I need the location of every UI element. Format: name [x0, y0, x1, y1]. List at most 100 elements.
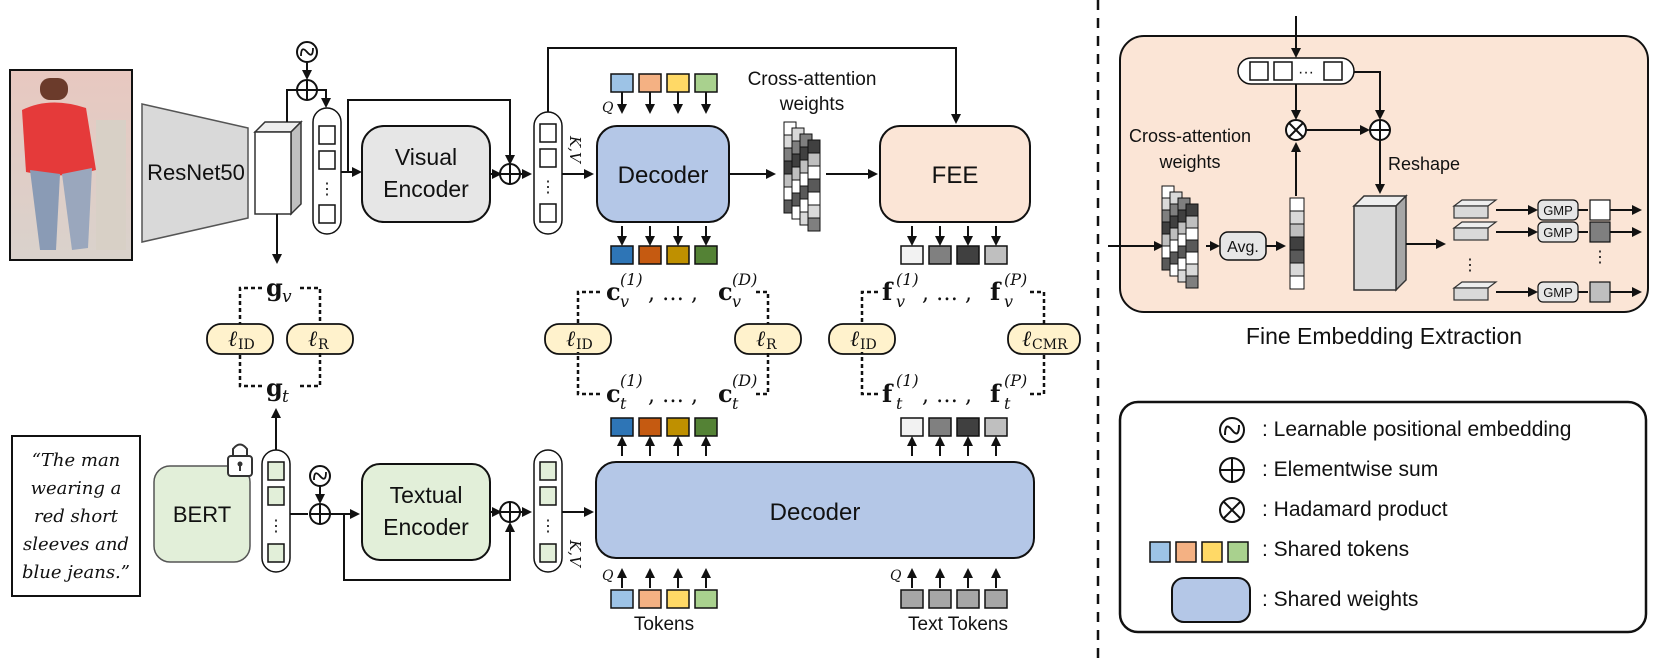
reshaped-feature-cube — [1352, 194, 1408, 292]
visual-encoder-sum-icon — [499, 163, 521, 185]
textual-encoder-label-2: Encoder — [383, 514, 469, 540]
part-slab — [1452, 199, 1498, 207]
attention-cell — [1185, 263, 1199, 277]
avg-cell — [1289, 262, 1305, 277]
visual-class-token-1 — [610, 245, 634, 265]
textual-encoder-label-1: Textual — [390, 482, 463, 508]
fee-sum-icon — [1369, 119, 1391, 141]
gmp-label: GMP — [1543, 225, 1573, 240]
loss-symbol: ℓ — [566, 327, 576, 352]
bert-label: BERT — [173, 502, 231, 527]
text-fine-token-1 — [900, 417, 924, 437]
loss-subscript: R — [766, 337, 777, 353]
f-t-expression: f t (1) , … , f t (P) — [882, 371, 1027, 413]
attention-cell — [807, 152, 821, 167]
visual-class-token-4 — [694, 245, 718, 265]
text-kv-label: K,V — [566, 539, 584, 569]
visual-query-tokens — [610, 73, 718, 114]
svg-text:(P): (P) — [1004, 371, 1027, 390]
reshape-label: Reshape — [1388, 154, 1460, 174]
part-slab — [1452, 281, 1498, 289]
part-ellipsis: ⋮ — [1462, 257, 1478, 274]
f-v-expression: f v (1) , … , f v (P) — [882, 270, 1027, 311]
part-embedding — [1589, 221, 1611, 243]
loss-symbol: ℓ — [850, 327, 860, 352]
text-fine-token-4 — [984, 417, 1008, 437]
legend-label-sum: : Elementwise sum — [1262, 458, 1439, 481]
attention-cell — [1185, 239, 1199, 253]
part-slab-front — [1453, 287, 1489, 301]
attention-cell — [807, 191, 821, 206]
text-class-tokens — [610, 417, 718, 456]
feature-map-cube — [253, 120, 303, 216]
text-query-token-2 — [638, 589, 662, 609]
visual-sum-icon — [296, 79, 318, 101]
g-v-subscript: v — [282, 287, 292, 307]
text-fine-token-3 — [956, 417, 980, 437]
visual-query-token-1 — [610, 73, 634, 93]
visual-token-column: ⋮ — [312, 107, 342, 235]
textual-decoder-label: Decoder — [770, 499, 861, 526]
svg-text:f: f — [882, 379, 894, 408]
loss-subscript: ID — [576, 337, 593, 353]
svg-text:(D): (D) — [732, 371, 757, 390]
visual-fine-token-2 — [928, 245, 952, 265]
visual-fine-token-1 — [900, 245, 924, 265]
cross-attention-label-1: Cross-attention — [748, 69, 877, 90]
g-v-symbol: g — [266, 273, 283, 302]
attention-cell — [807, 204, 821, 219]
visual-class-token-2 — [638, 245, 662, 265]
bert-block: BERT — [153, 465, 251, 563]
loss-symbol: ℓ — [228, 327, 238, 352]
svg-text:v: v — [896, 292, 905, 311]
fee-label: FEE — [932, 162, 979, 189]
averaged-weight-column — [1289, 197, 1305, 290]
loss-pill — [544, 323, 612, 355]
visual-query-token-2 — [638, 73, 662, 93]
visual-class-token-3 — [666, 245, 690, 265]
svg-text:⋮: ⋮ — [540, 179, 556, 196]
loss-subscript: R — [318, 337, 329, 353]
part-embedding — [1589, 281, 1611, 303]
fee-detail-title: Fine Embedding Extraction — [1245, 323, 1523, 349]
svg-text:red short: red short — [34, 506, 119, 527]
attention-cell — [1185, 251, 1199, 265]
svg-text:t: t — [732, 394, 739, 413]
svg-text:(D): (D) — [732, 270, 757, 289]
text-fine-tokens — [900, 417, 1008, 456]
svg-text:, … ,: , … , — [922, 281, 972, 306]
svg-text:v: v — [1004, 292, 1013, 311]
attention-cell — [1185, 275, 1199, 289]
svg-text:⋮: ⋮ — [540, 518, 556, 535]
text-sum-icon — [309, 503, 331, 525]
legend-label-shared-tokens: : Shared tokens — [1262, 538, 1410, 561]
text-query-token-1 — [610, 589, 634, 609]
fee-cross-attention-label-2: weights — [1158, 152, 1220, 172]
fee-block: FEE — [879, 125, 1031, 223]
svg-text:f: f — [990, 379, 1002, 408]
loss-symbol: ℓ — [756, 327, 766, 352]
svg-text:v: v — [620, 292, 629, 311]
loss-symbol: ℓ — [308, 327, 318, 352]
visual-kv-label: K,V — [566, 135, 584, 165]
cross-attention-weights-stack — [783, 121, 821, 232]
svg-text:(1): (1) — [620, 270, 643, 289]
legend-label-positional: : Learnable positional embedding — [1262, 418, 1572, 441]
text-token-queries — [900, 568, 1008, 609]
text-token-query-3 — [956, 589, 980, 609]
svg-text:t: t — [1004, 394, 1011, 413]
visual-fine-token-4 — [984, 245, 1008, 265]
text-token-query-1 — [900, 589, 924, 609]
visual-q-label: Q — [602, 100, 614, 116]
visual-decoder-block: Decoder — [596, 125, 730, 223]
svg-text:t: t — [620, 394, 627, 413]
text-pos-embedding-icon — [309, 465, 331, 487]
gmp-label: GMP — [1543, 203, 1573, 218]
svg-text:, … ,: , … , — [648, 383, 698, 408]
svg-text:c: c — [606, 379, 621, 408]
svg-text:⋮: ⋮ — [319, 181, 335, 198]
svg-text:(1): (1) — [620, 371, 643, 390]
svg-text:, … ,: , … , — [922, 383, 972, 408]
